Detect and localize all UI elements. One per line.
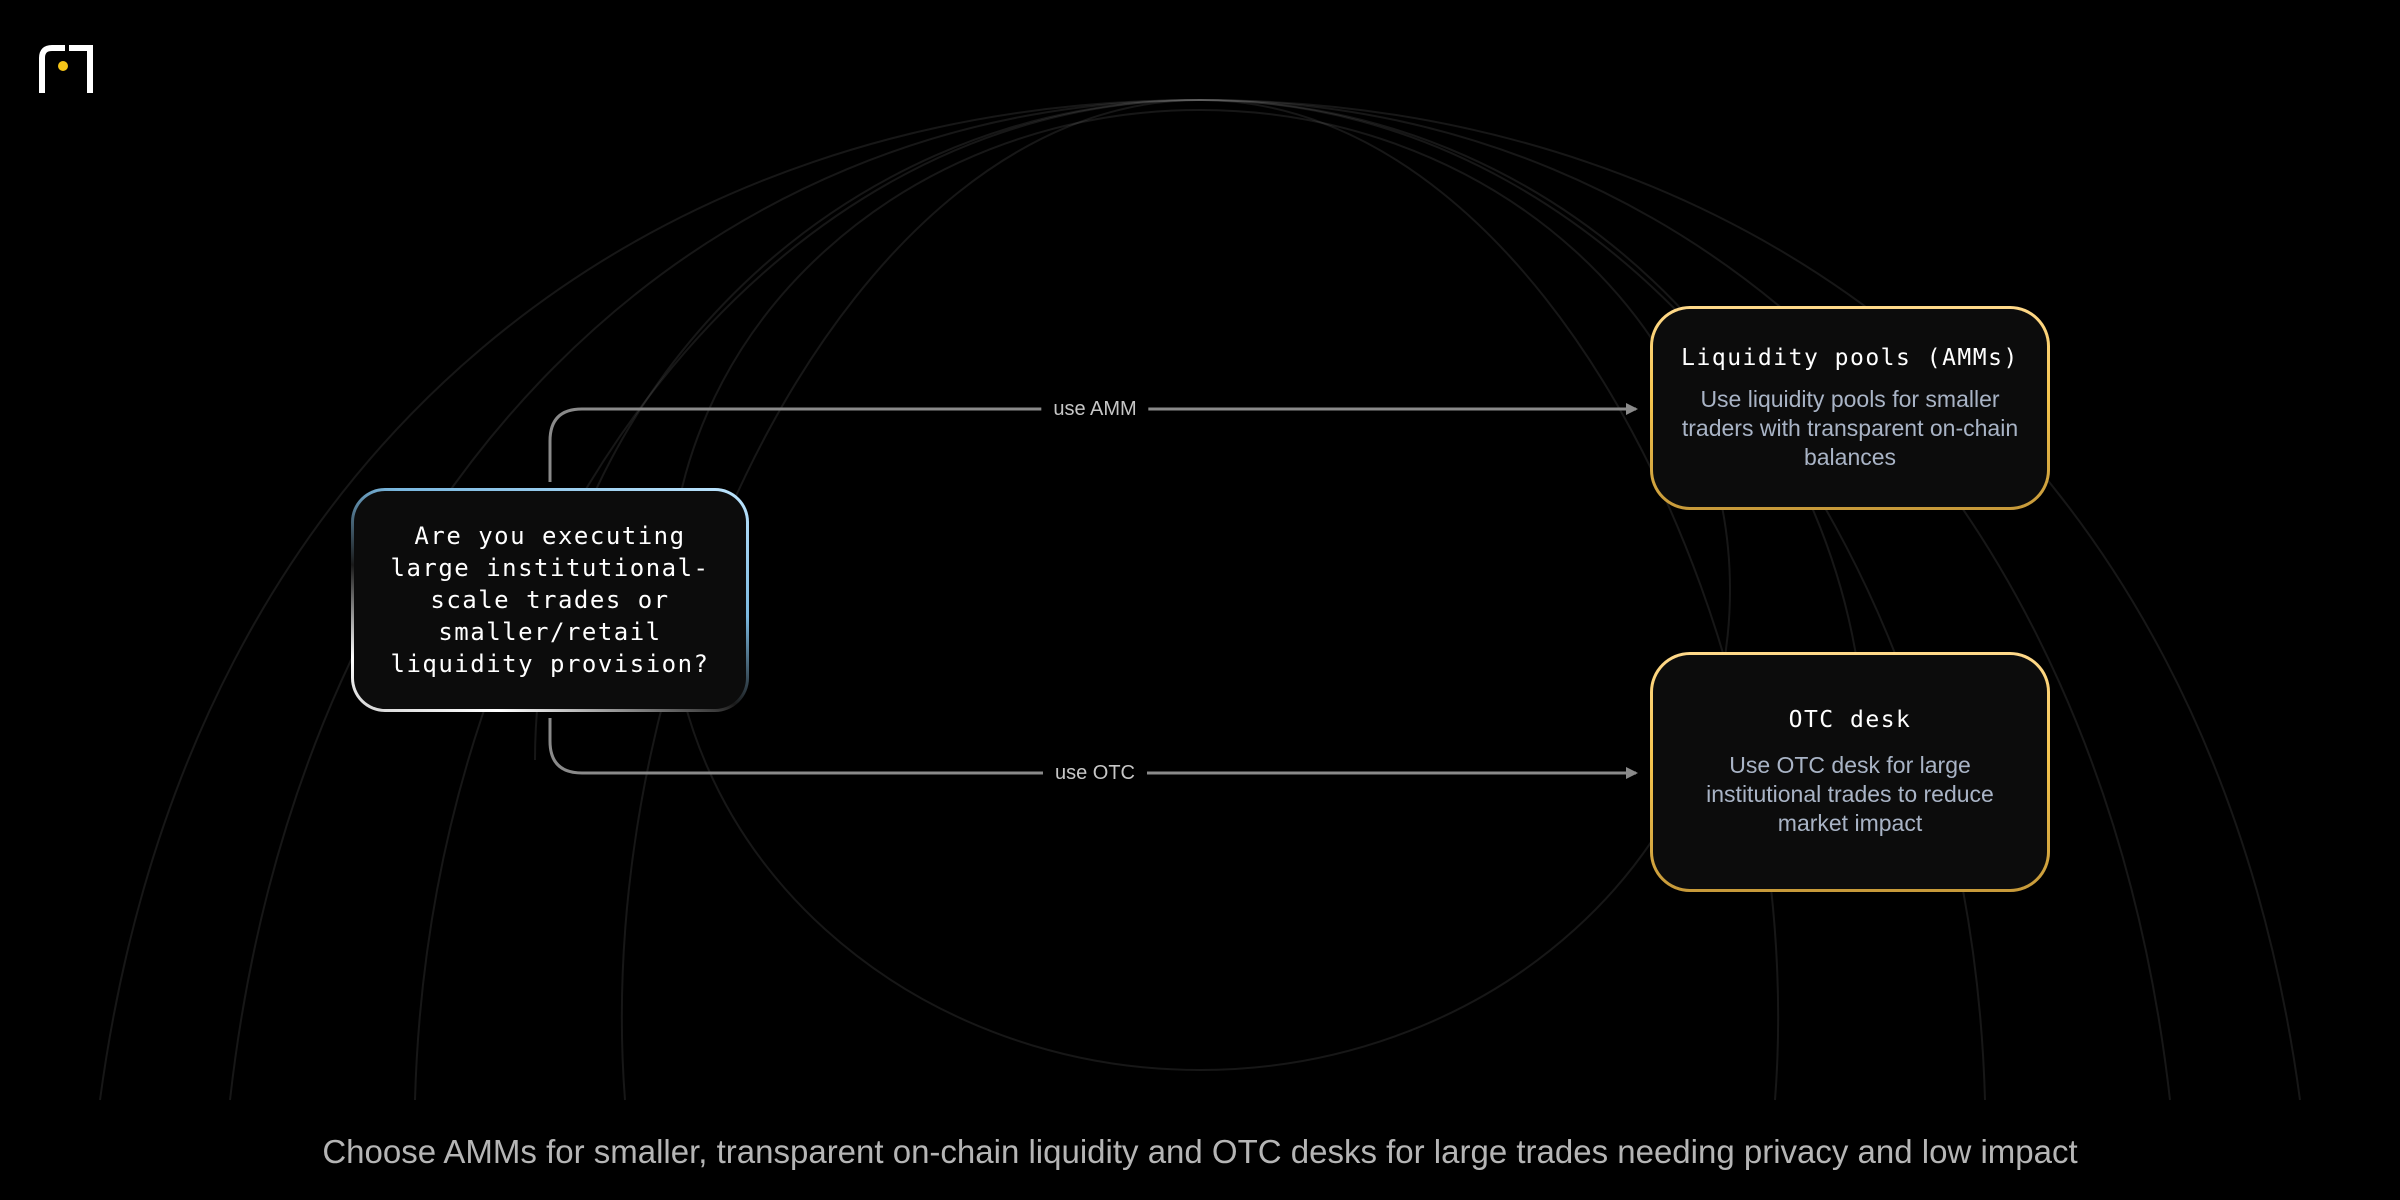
arc-1 [99, 98, 2301, 1101]
result-description-otc-desk: Use OTC desk for large institutional tra… [1706, 752, 1994, 836]
decision-node-question: Are you executing large institutional-sc… [351, 488, 749, 712]
result-title-liquidity-pools: Liquidity pools (AMMs) [1681, 345, 2019, 371]
decision-question-text: Are you executing large institutional-sc… [390, 522, 710, 678]
result-node-otc-desk: OTC desk Use OTC desk for large institut… [1650, 652, 2050, 892]
edge-label-use-otc: use OTC [1042, 760, 1148, 786]
diagram-caption: Choose AMMs for smaller, transparent on-… [322, 1133, 2078, 1170]
result-description-liquidity-pools: Use liquidity pools for smaller traders … [1681, 386, 2019, 470]
edge-label-use-amm: use AMM [1041, 396, 1149, 422]
edge-use-otc [548, 718, 1638, 779]
result-title-otc-desk: OTC desk [1788, 707, 1912, 733]
brand-logo-icon [39, 45, 93, 93]
result-node-liquidity-pools: Liquidity pools (AMMs) Use liquidity poo… [1650, 306, 2050, 510]
edge-use-amm [548, 403, 1638, 482]
